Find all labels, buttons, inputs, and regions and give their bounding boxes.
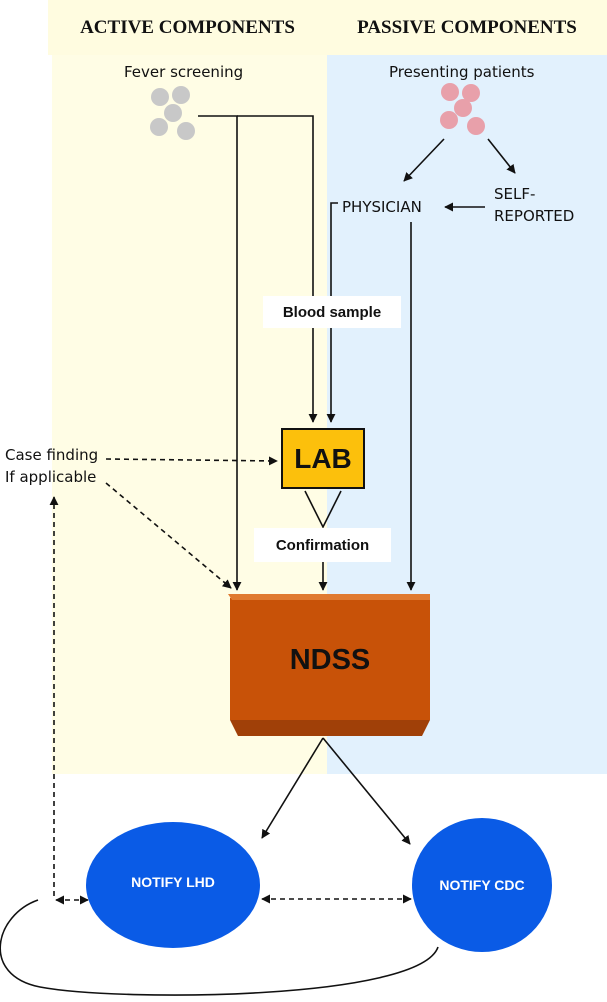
ndss-box — [228, 594, 430, 736]
lab-node: LAB — [281, 428, 365, 489]
lab-confirmation-fork — [304, 490, 342, 529]
passive-header-band — [327, 0, 607, 55]
ndss-to-lhd-arrow — [261, 737, 324, 839]
physician-to-lab-arrow — [326, 202, 338, 423]
fever-to-ndss-arrow — [198, 115, 242, 591]
case-finding-label: Case finding If applicable — [5, 444, 98, 488]
patients-to-self-reported-arrow — [487, 138, 516, 174]
ndss-label: NDSS — [289, 643, 371, 676]
self-reported-line2: REPORTED — [494, 207, 575, 225]
notify-lhd-label: NOTIFY LHD — [131, 874, 215, 890]
passive-components-header: PASSIVE COMPONENTS — [357, 16, 577, 38]
ndss-to-cdc-arrow — [322, 737, 411, 845]
fever-screening-icon — [150, 86, 195, 140]
patients-to-physician-arrow — [403, 138, 445, 182]
self-reported-label: SELF- REPORTED — [494, 183, 574, 227]
confirmation-label: Confirmation — [254, 528, 391, 562]
active-header-band — [48, 0, 327, 55]
case-finding-line1: Case finding — [5, 446, 99, 464]
notify-cdc-node — [412, 818, 552, 952]
fever-to-lab-arrow — [237, 115, 318, 423]
case-finding-to-ndss-arrow — [105, 482, 232, 589]
active-components-header: ACTIVE COMPONENTS — [80, 16, 295, 38]
feedback-loop — [0, 899, 439, 996]
blood-sample-label: Blood sample — [263, 296, 401, 328]
presenting-patients-label: Presenting patients — [389, 63, 535, 81]
case-finding-to-lab-arrow — [105, 456, 278, 466]
self-reported-line1: SELF- — [494, 185, 536, 203]
presenting-patients-icon — [440, 83, 485, 135]
fever-screening-label: Fever screening — [124, 63, 244, 81]
physician-label: PHYSICIAN — [342, 198, 422, 216]
notify-cdc-label: NOTIFY CDC — [439, 877, 525, 893]
notify-lhd-node — [86, 822, 260, 948]
case-finding-line2: If applicable — [5, 468, 97, 486]
